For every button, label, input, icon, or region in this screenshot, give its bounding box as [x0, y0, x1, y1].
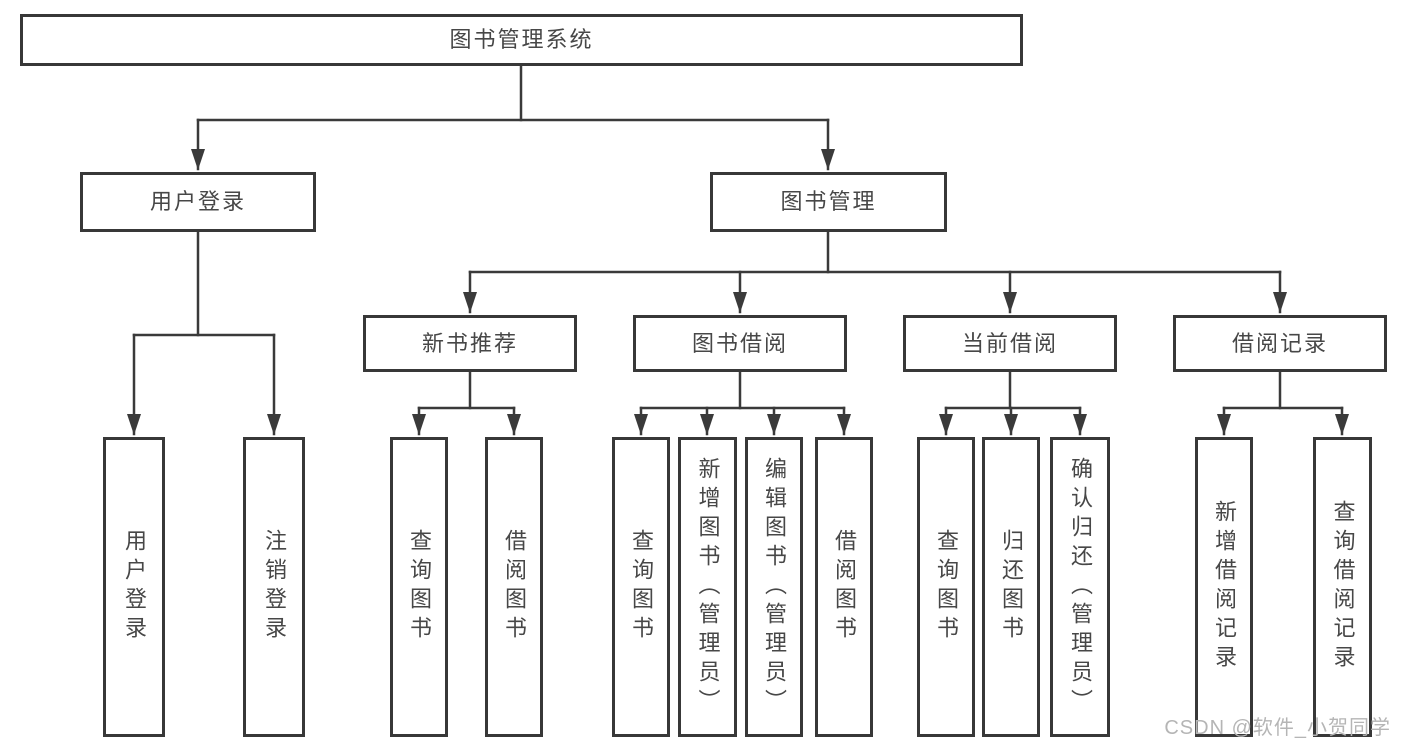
node-label: 归还图书 [999, 529, 1024, 645]
node-label: 当前借阅 [961, 330, 1058, 356]
node-label: 注销登录 [262, 529, 287, 645]
csdn-watermark: CSDN @软件_小贺同学 [1164, 717, 1391, 739]
leaf-add-books-admin: 新增图书（管理员） [678, 437, 737, 737]
node-label: 查询图书 [934, 529, 959, 645]
leaf-user-login: 用户登录 [103, 437, 165, 737]
node-label: 编辑图书（管理员） [762, 456, 787, 718]
node-label: 新增图书（管理员） [695, 456, 721, 718]
leaf-query-borrow-record: 查询借阅记录 [1313, 437, 1372, 737]
node-book-borrow: 图书借阅 [633, 315, 847, 372]
node-label: 图书借阅 [691, 330, 788, 356]
node-label: 用户登录 [149, 189, 246, 214]
node-library-system-root: 图书管理系统 [20, 14, 1023, 66]
node-label: 用户登录 [122, 529, 147, 645]
node-label: 查询图书 [629, 529, 654, 645]
leaf-borrow-books: 借阅图书 [815, 437, 873, 737]
node-label: 借阅图书 [832, 529, 857, 645]
node-book-management: 图书管理 [710, 172, 947, 232]
node-current-borrow: 当前借阅 [903, 315, 1117, 372]
node-label: 图书管理系统 [449, 27, 594, 52]
node-label: 新增借阅记录 [1212, 500, 1237, 674]
node-label: 借阅记录 [1231, 330, 1328, 356]
leaf-query-books-current: 查询图书 [917, 437, 975, 737]
node-label: 图书管理 [780, 189, 877, 214]
node-label: 查询图书 [407, 529, 432, 645]
node-label: 确认归还（管理员） [1068, 456, 1093, 718]
leaf-confirm-return-admin: 确认归还（管理员） [1050, 437, 1110, 737]
leaf-query-books-borrow: 查询图书 [612, 437, 670, 737]
leaf-return-books: 归还图书 [982, 437, 1040, 737]
node-new-book-recommend: 新书推荐 [363, 315, 577, 372]
node-label: 新书推荐 [421, 330, 518, 356]
leaf-add-borrow-record: 新增借阅记录 [1195, 437, 1253, 737]
leaf-edit-books-admin: 编辑图书（管理员） [745, 437, 803, 737]
node-label: 借阅图书 [502, 529, 527, 645]
node-user-login: 用户登录 [80, 172, 316, 232]
leaf-logout: 注销登录 [243, 437, 305, 737]
leaf-query-books-recommend: 查询图书 [390, 437, 448, 737]
node-label: 查询借阅记录 [1330, 500, 1356, 674]
node-borrow-records: 借阅记录 [1173, 315, 1387, 372]
leaf-borrow-books-recommend: 借阅图书 [485, 437, 543, 737]
